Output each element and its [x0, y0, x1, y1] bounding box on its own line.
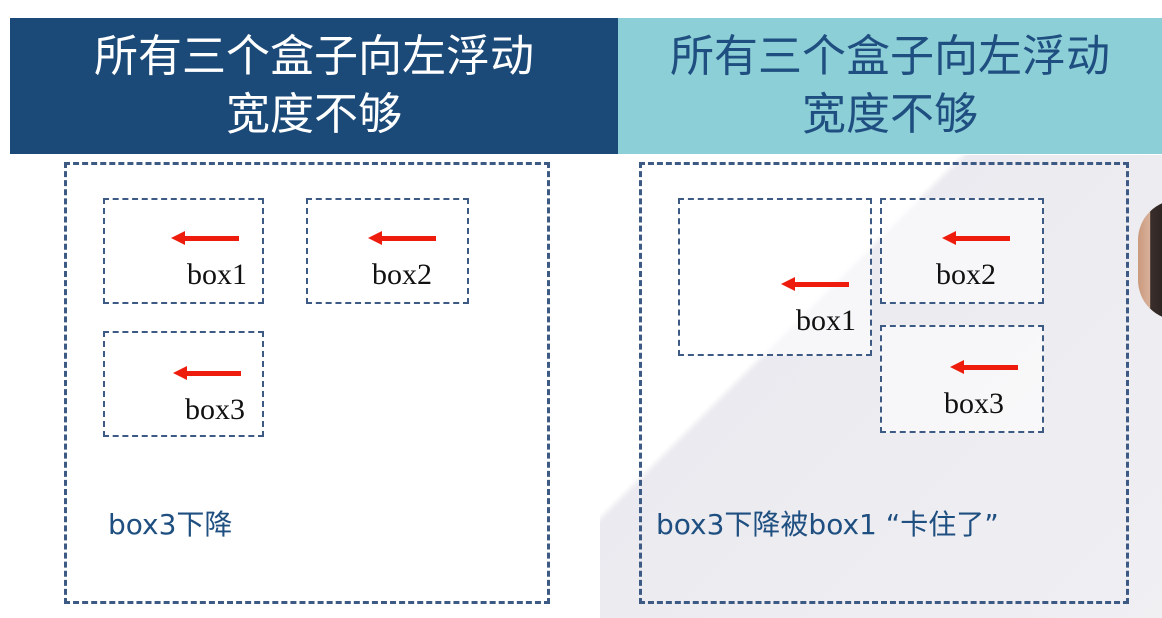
right-box2-label: box2	[936, 258, 996, 291]
left-arrow-icon	[171, 231, 239, 245]
left-panel-header: 所有三个盒子向左浮动 宽度不够	[10, 18, 618, 154]
left-arrow-icon	[368, 231, 436, 245]
left-arrow-icon	[942, 231, 1010, 245]
left-arrow-icon	[173, 366, 241, 380]
right-container-box	[639, 162, 1129, 604]
right-box2: box2	[880, 198, 1044, 304]
left-title-line1: 所有三个盒子向左浮动	[94, 31, 534, 82]
left-arrow-icon	[781, 277, 849, 291]
left-box2-label: box2	[372, 258, 432, 291]
left-container-box	[64, 162, 550, 604]
right-caption: box3下降被box1 “卡住了”	[656, 508, 999, 541]
right-box1-label: box1	[796, 304, 856, 337]
left-box3-label: box3	[185, 393, 245, 426]
left-caption: box3下降	[108, 508, 233, 541]
right-box3-label: box3	[944, 387, 1004, 420]
right-box1: box1	[678, 198, 872, 356]
left-arrow-icon	[950, 360, 1018, 374]
left-title-line2: 宽度不够	[226, 89, 402, 140]
right-title-line2: 宽度不够	[802, 89, 978, 140]
left-box1-label: box1	[187, 258, 247, 291]
right-panel-header: 所有三个盒子向左浮动 宽度不够	[618, 18, 1162, 154]
left-box2: box2	[306, 198, 469, 304]
right-title-line1: 所有三个盒子向左浮动	[670, 31, 1110, 82]
left-box1: box1	[103, 198, 264, 304]
right-box3: box3	[880, 325, 1044, 433]
left-box3: box3	[103, 331, 264, 437]
